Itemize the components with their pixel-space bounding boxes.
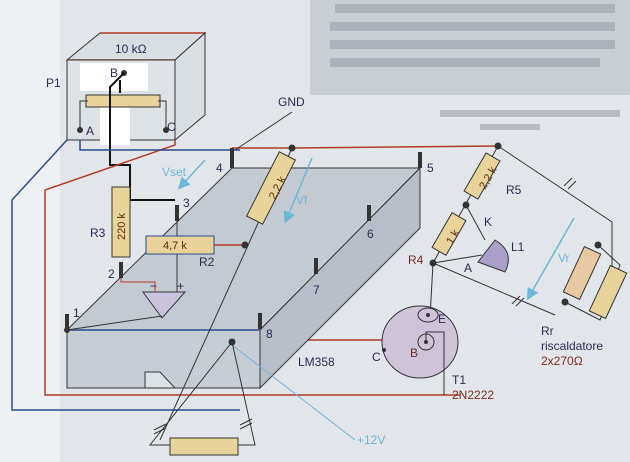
opamp-minus: − (150, 279, 157, 293)
p1-pin-a: A (86, 124, 94, 138)
led-a-label: A (464, 261, 472, 275)
page-margin (0, 0, 60, 462)
pin-2: 2 (108, 267, 115, 281)
r4-label: R4 (408, 253, 424, 267)
resistor-feedback (245, 151, 297, 225)
r5-label: R5 (506, 183, 522, 197)
pin-6: 6 (367, 227, 374, 241)
vset-label: Vset (162, 165, 187, 179)
t1-e-label: E (438, 312, 446, 326)
p1-pin-c: C (167, 120, 176, 134)
blurred-article-text (330, 4, 620, 130)
lm358-chip (64, 148, 422, 390)
r3-value: 220 k (116, 213, 128, 240)
p1-label: P1 (46, 76, 61, 90)
pin-4: 4 (216, 161, 223, 175)
pin-1: 1 (73, 306, 80, 320)
r3-label: R3 (90, 226, 106, 240)
potentiometer-p1 (65, 31, 207, 201)
supply-label: +12V (357, 433, 385, 447)
r2-label: R2 (199, 255, 215, 269)
heater-desc: riscaldatore (541, 339, 603, 353)
t1-c-label: C (372, 350, 381, 364)
resistor-r5 (463, 152, 501, 200)
resistor-r4 (431, 211, 467, 257)
transistor-t1 (381, 305, 459, 395)
vf-label: Vf (296, 193, 308, 207)
vr-label: Vr (558, 251, 570, 265)
heater-label: Rr (541, 324, 554, 338)
pin-3: 3 (183, 196, 190, 210)
r2-value: 4,7 k (163, 240, 187, 252)
t1-part: 2N2222 (452, 388, 494, 402)
resistor-r3 (111, 186, 131, 258)
pin-7: 7 (313, 283, 320, 297)
p1-value: 10 kΩ (115, 42, 147, 56)
heater-resistors (561, 241, 628, 321)
bottom-heater-connection (148, 341, 256, 456)
heater-value: 2x270Ω (541, 354, 583, 368)
pin-8: 8 (266, 327, 273, 341)
t1-label: T1 (452, 373, 466, 387)
chip-label: LM358 (298, 355, 335, 369)
gnd-label: GND (278, 95, 305, 109)
t1-b-label: B (410, 346, 418, 360)
p1-pin-b: B (110, 66, 118, 80)
led-label: L1 (511, 240, 525, 254)
opamp-plus: + (177, 279, 184, 293)
pin-5: 5 (427, 161, 434, 175)
led-l1 (477, 239, 509, 273)
led-k-label: K (484, 215, 492, 229)
